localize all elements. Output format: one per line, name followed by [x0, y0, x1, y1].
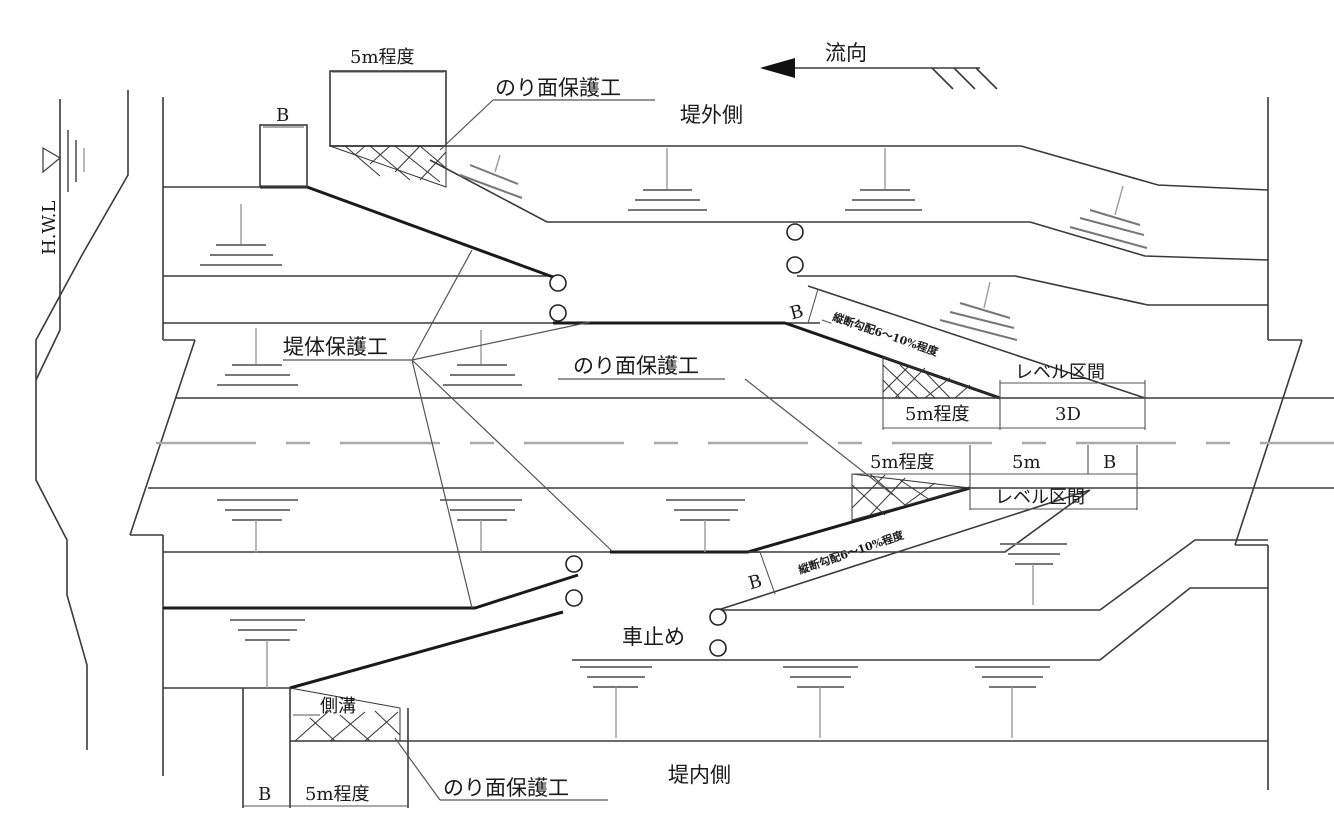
- levee-lines: [148, 145, 1334, 742]
- flow-arrow-icon: [760, 58, 998, 90]
- hwl-label: H.W.L: [39, 201, 60, 255]
- slope-hatch-top: [329, 145, 447, 188]
- lower-b-dimension: B: [1103, 452, 1116, 473]
- slope-protection-top-label: のり面保護工: [495, 76, 621, 100]
- bollard-icon: [709, 639, 727, 657]
- lower-dim-lines: [852, 445, 1138, 510]
- upper-level-section-label: レベル区間: [1015, 362, 1105, 383]
- bollards: [549, 223, 804, 657]
- levee-outline: [129, 97, 1303, 790]
- lower-ramp: [163, 486, 1091, 690]
- upper-3d-dimension: 3D: [1055, 404, 1081, 425]
- side-ditch-label: 側溝: [320, 696, 356, 717]
- upper-dim-lines: [882, 380, 1146, 430]
- bollard-icon: [786, 256, 804, 274]
- flow-direction-label: 流向: [825, 41, 867, 65]
- bollard-icon: [565, 555, 583, 573]
- lower-ramp-b-dimension: B: [746, 571, 764, 595]
- slope-hatch-lower: [851, 473, 971, 521]
- slope-hatch-upper: [882, 356, 1001, 399]
- slope-protection-bottom-label: のり面保護工: [443, 776, 569, 800]
- levee-protection-label: 堤体保護工: [283, 335, 388, 359]
- bollard-icon: [549, 274, 567, 292]
- leader-slope-protection-bottom: [394, 737, 608, 801]
- leader-levee-protection: [283, 249, 613, 609]
- bollard-icon: [709, 608, 727, 626]
- top-5m-dimension: 5m程度: [350, 47, 415, 68]
- top-b-dimension: B: [276, 105, 289, 126]
- upper-gradient-arrow: [821, 319, 832, 324]
- ground-symbols: [200, 148, 1148, 738]
- upper-gradient-label: 縦断勾配6～10%程度: [831, 310, 941, 360]
- upper-ramp-b-dimension: B: [788, 301, 806, 325]
- upper-ramp-b-marker: [807, 288, 819, 324]
- upper-ramp: [260, 185, 1146, 400]
- lower-ramp-b-marker: [759, 551, 776, 595]
- outer-side-label: 堤外側: [680, 103, 743, 127]
- water-level-icon: [42, 130, 85, 192]
- bottom-b-dimension: B: [258, 784, 271, 805]
- car-stop-label: 車止め: [622, 625, 685, 649]
- river-edge: [35, 90, 129, 750]
- bollard-icon: [786, 223, 804, 241]
- bollard-icon: [549, 304, 567, 322]
- top-dim-boxes: [259, 70, 447, 188]
- lower-5m-dimension: 5m: [1012, 452, 1041, 473]
- upper-5m-dimension: 5m程度: [905, 404, 970, 425]
- lower-5m-approx-dimension: 5m程度: [870, 452, 935, 473]
- inner-side-label: 堤内側: [668, 763, 731, 787]
- bollard-icon: [565, 589, 583, 607]
- slope-protection-mid-label: のり面保護工: [573, 354, 699, 378]
- bottom-dim-boxes: [242, 688, 409, 808]
- leader-slope-protection-mid: [558, 378, 894, 496]
- lower-level-section-label: レベル区間: [995, 487, 1085, 508]
- bottom-5m-dimension: 5m程度: [305, 784, 370, 805]
- leader-slope-protection-top: [439, 99, 655, 151]
